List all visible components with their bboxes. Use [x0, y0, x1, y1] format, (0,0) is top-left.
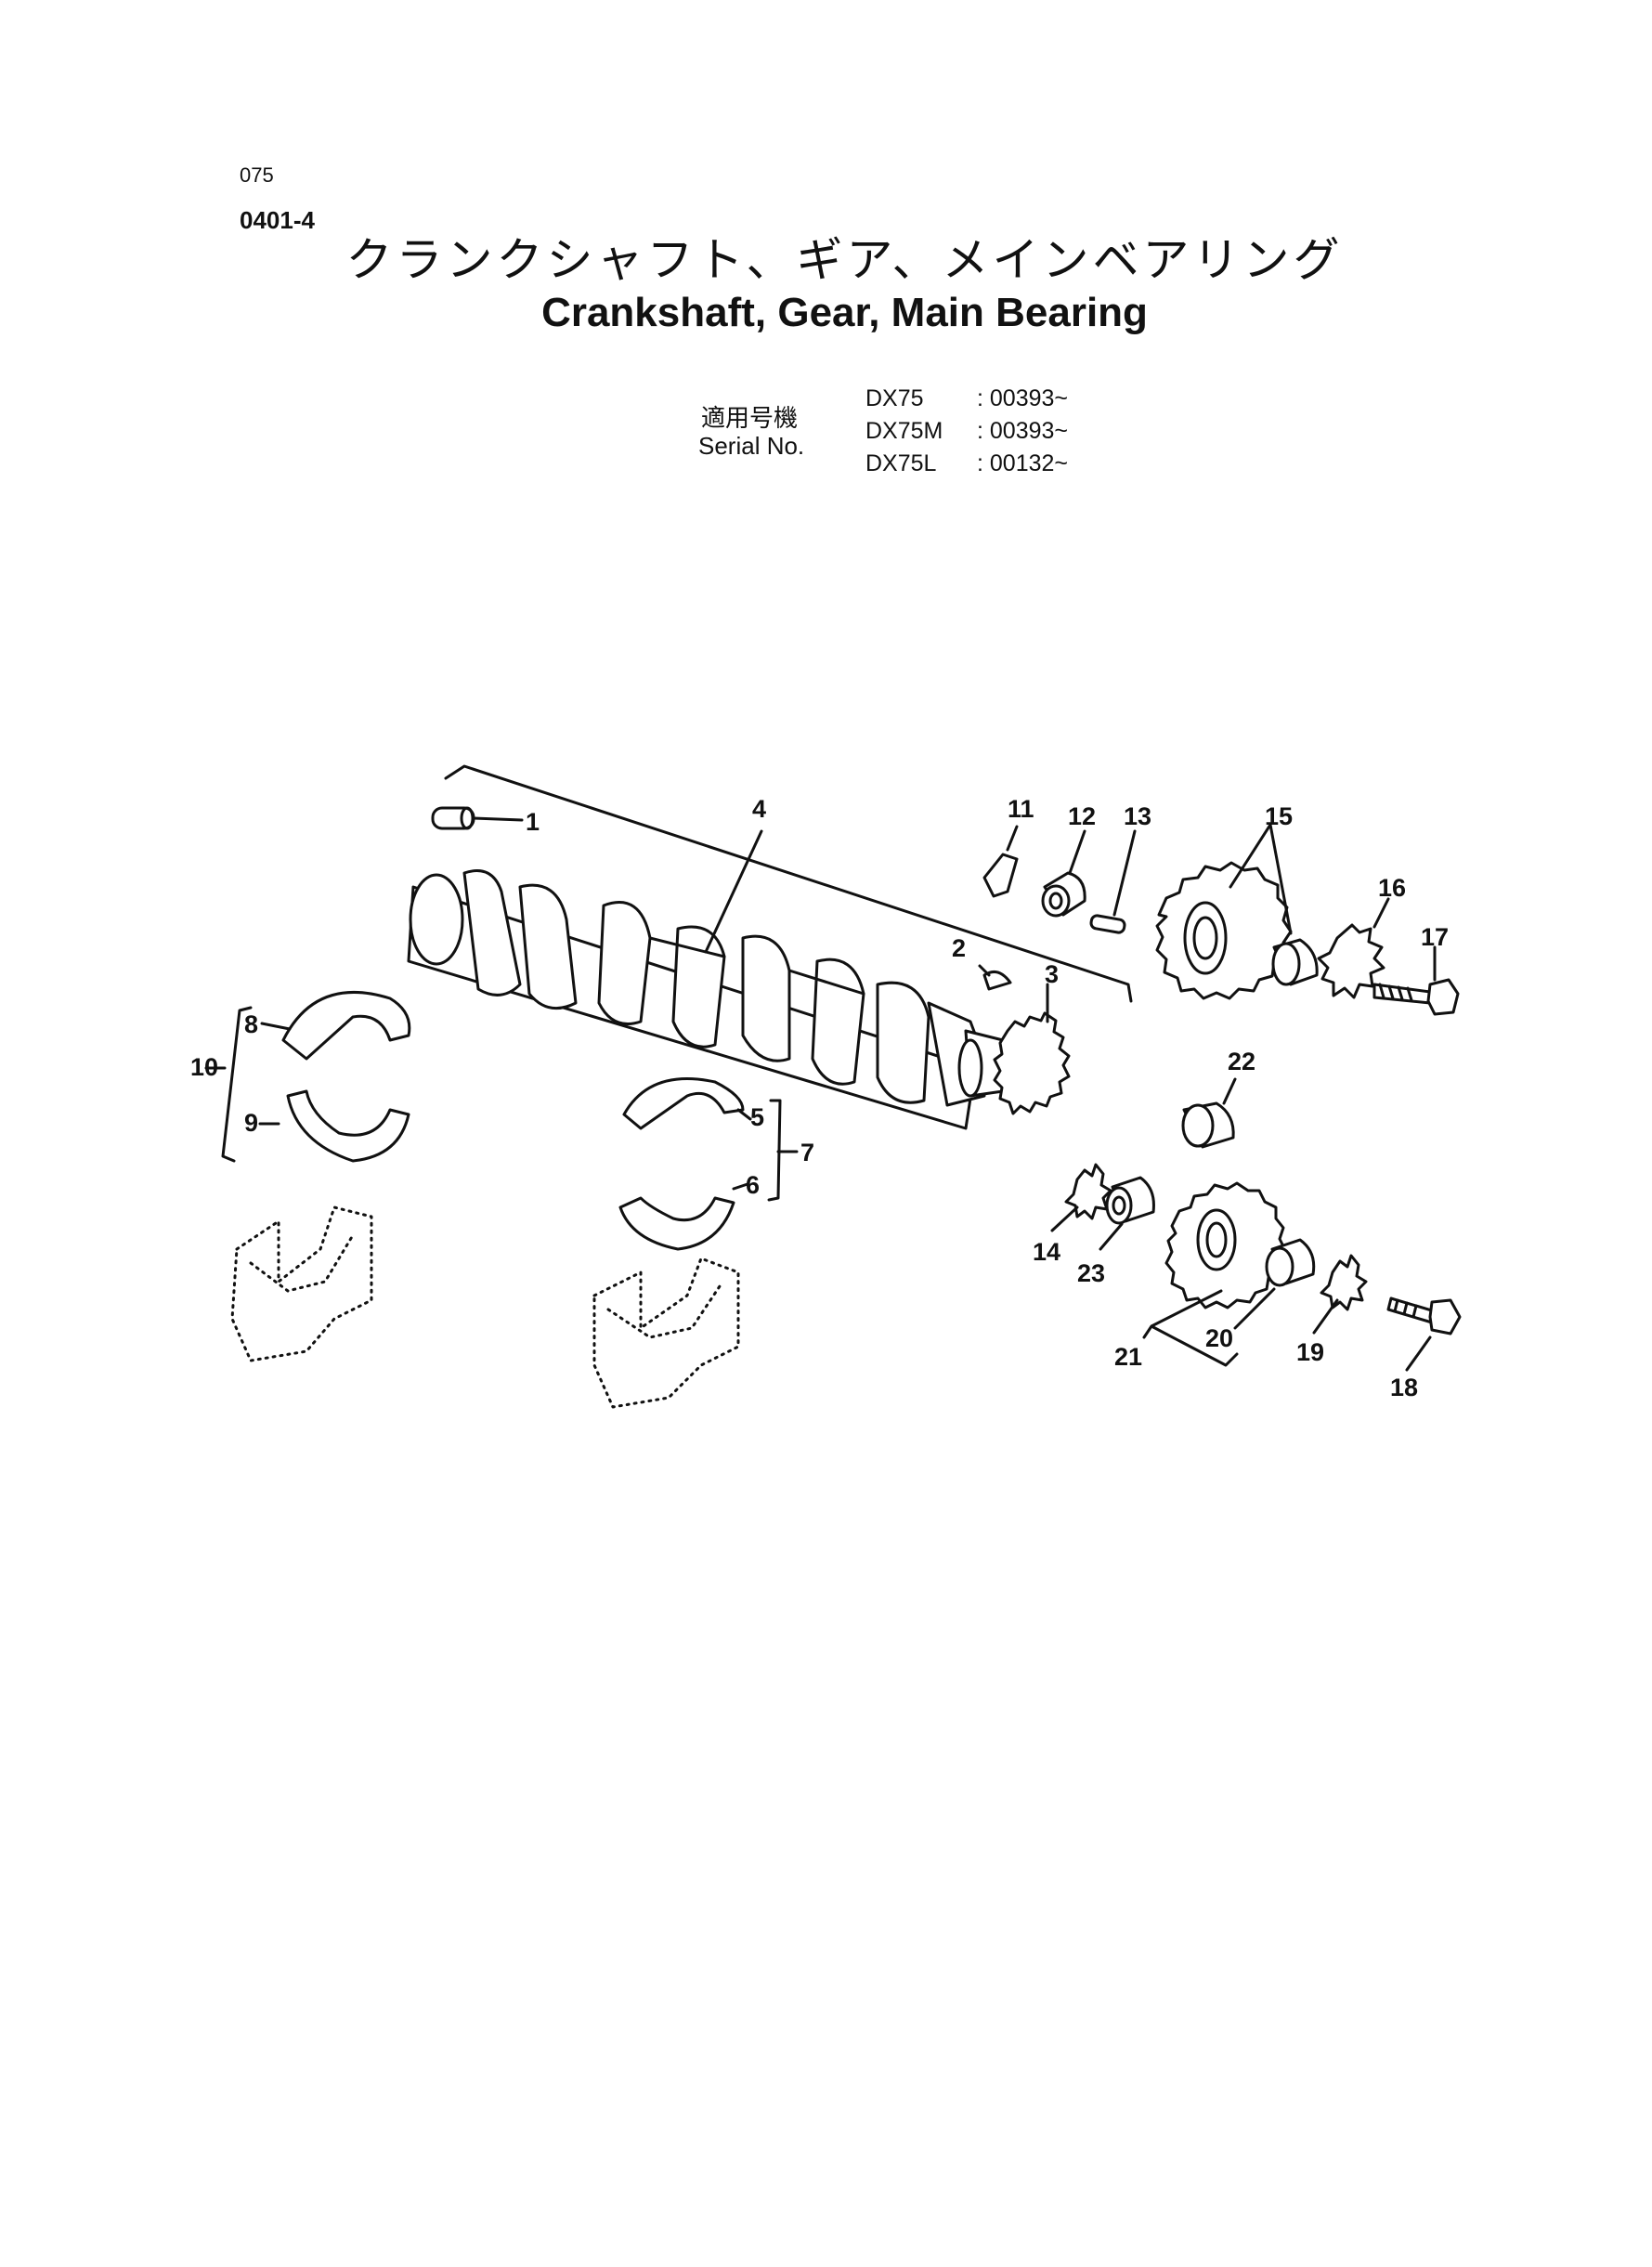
gear-bushing-part [1099, 1176, 1155, 1251]
serial-label-japanese: 適用号機 [701, 404, 799, 432]
thrust-bushing-part [1233, 1238, 1316, 1330]
dowel-pin-part [431, 806, 524, 830]
serial-range: : 00393~ [977, 418, 1069, 444]
callout-label: 22 [1228, 1048, 1255, 1075]
main-bearing-part [204, 991, 411, 1163]
callout-label: 21 [1114, 1343, 1142, 1371]
woodruff-key-part [978, 964, 1012, 991]
rod-bearing-part [618, 1077, 799, 1251]
callout-label: 7 [800, 1139, 814, 1166]
rear-lock-plate-part [1312, 1254, 1368, 1335]
bushing-part [1041, 829, 1086, 918]
serial-range: : 00393~ [977, 385, 1069, 411]
idler-gear-2-part [1142, 1181, 1287, 1367]
title-japanese: クランクシャフト、ギア、メインベアリング [345, 234, 1344, 286]
callout-label: 19 [1296, 1338, 1324, 1366]
serial-model: DX75L [865, 450, 937, 476]
title-english: Crankshaft, Gear, Main Bearing [541, 290, 1148, 335]
callout-label: 6 [746, 1171, 760, 1199]
crank-gear-part [993, 983, 1071, 1115]
callout-label: 5 [750, 1103, 764, 1131]
callout-label: 4 [752, 795, 766, 823]
callout-label: 10 [190, 1053, 218, 1081]
callout-label: 9 [244, 1109, 258, 1137]
callout-label: 20 [1205, 1324, 1233, 1352]
callout-label: 16 [1378, 874, 1406, 902]
page-code: 075 [240, 163, 274, 187]
crankshaft-part [407, 829, 1005, 1130]
serial-model: DX75M [865, 418, 943, 444]
callout-label: 18 [1390, 1374, 1418, 1401]
engine-block-outline [230, 1205, 740, 1409]
callout-label: 14 [1033, 1238, 1060, 1266]
callout-label: 2 [952, 934, 966, 962]
serial-label-english: Serial No. [698, 432, 805, 460]
serial-row: DX75 : 00393~ [865, 385, 1068, 412]
callout-label: 11 [1008, 795, 1034, 823]
callout-label: 13 [1124, 802, 1151, 830]
bolt-part [1372, 945, 1460, 1016]
serial-model: DX75 [865, 385, 924, 411]
callout-label: 15 [1265, 802, 1293, 830]
idler-gear-part [1155, 823, 1319, 1000]
callout-label: 1 [526, 808, 540, 836]
serial-row: DX75L : 00132~ [865, 450, 1068, 477]
callout-label: 23 [1077, 1259, 1105, 1287]
idler-bushing-part [1181, 1077, 1237, 1149]
callout-label: 17 [1421, 923, 1449, 951]
sheet-code: 0401-4 [240, 206, 315, 234]
callout-label: 8 [244, 1010, 258, 1038]
assembly-bracket [444, 764, 1133, 1003]
callout-label: 3 [1045, 960, 1059, 988]
serial-row: DX75M : 00393~ [865, 418, 1068, 445]
pin-part [1089, 829, 1137, 934]
serial-range: : 00132~ [977, 450, 1069, 476]
callout-label: 12 [1068, 802, 1096, 830]
rear-bolt-part [1386, 1296, 1462, 1372]
thrust-plate-part [982, 825, 1019, 898]
lock-plate-part [1317, 897, 1390, 999]
small-lock-plate-part [1050, 1163, 1112, 1232]
